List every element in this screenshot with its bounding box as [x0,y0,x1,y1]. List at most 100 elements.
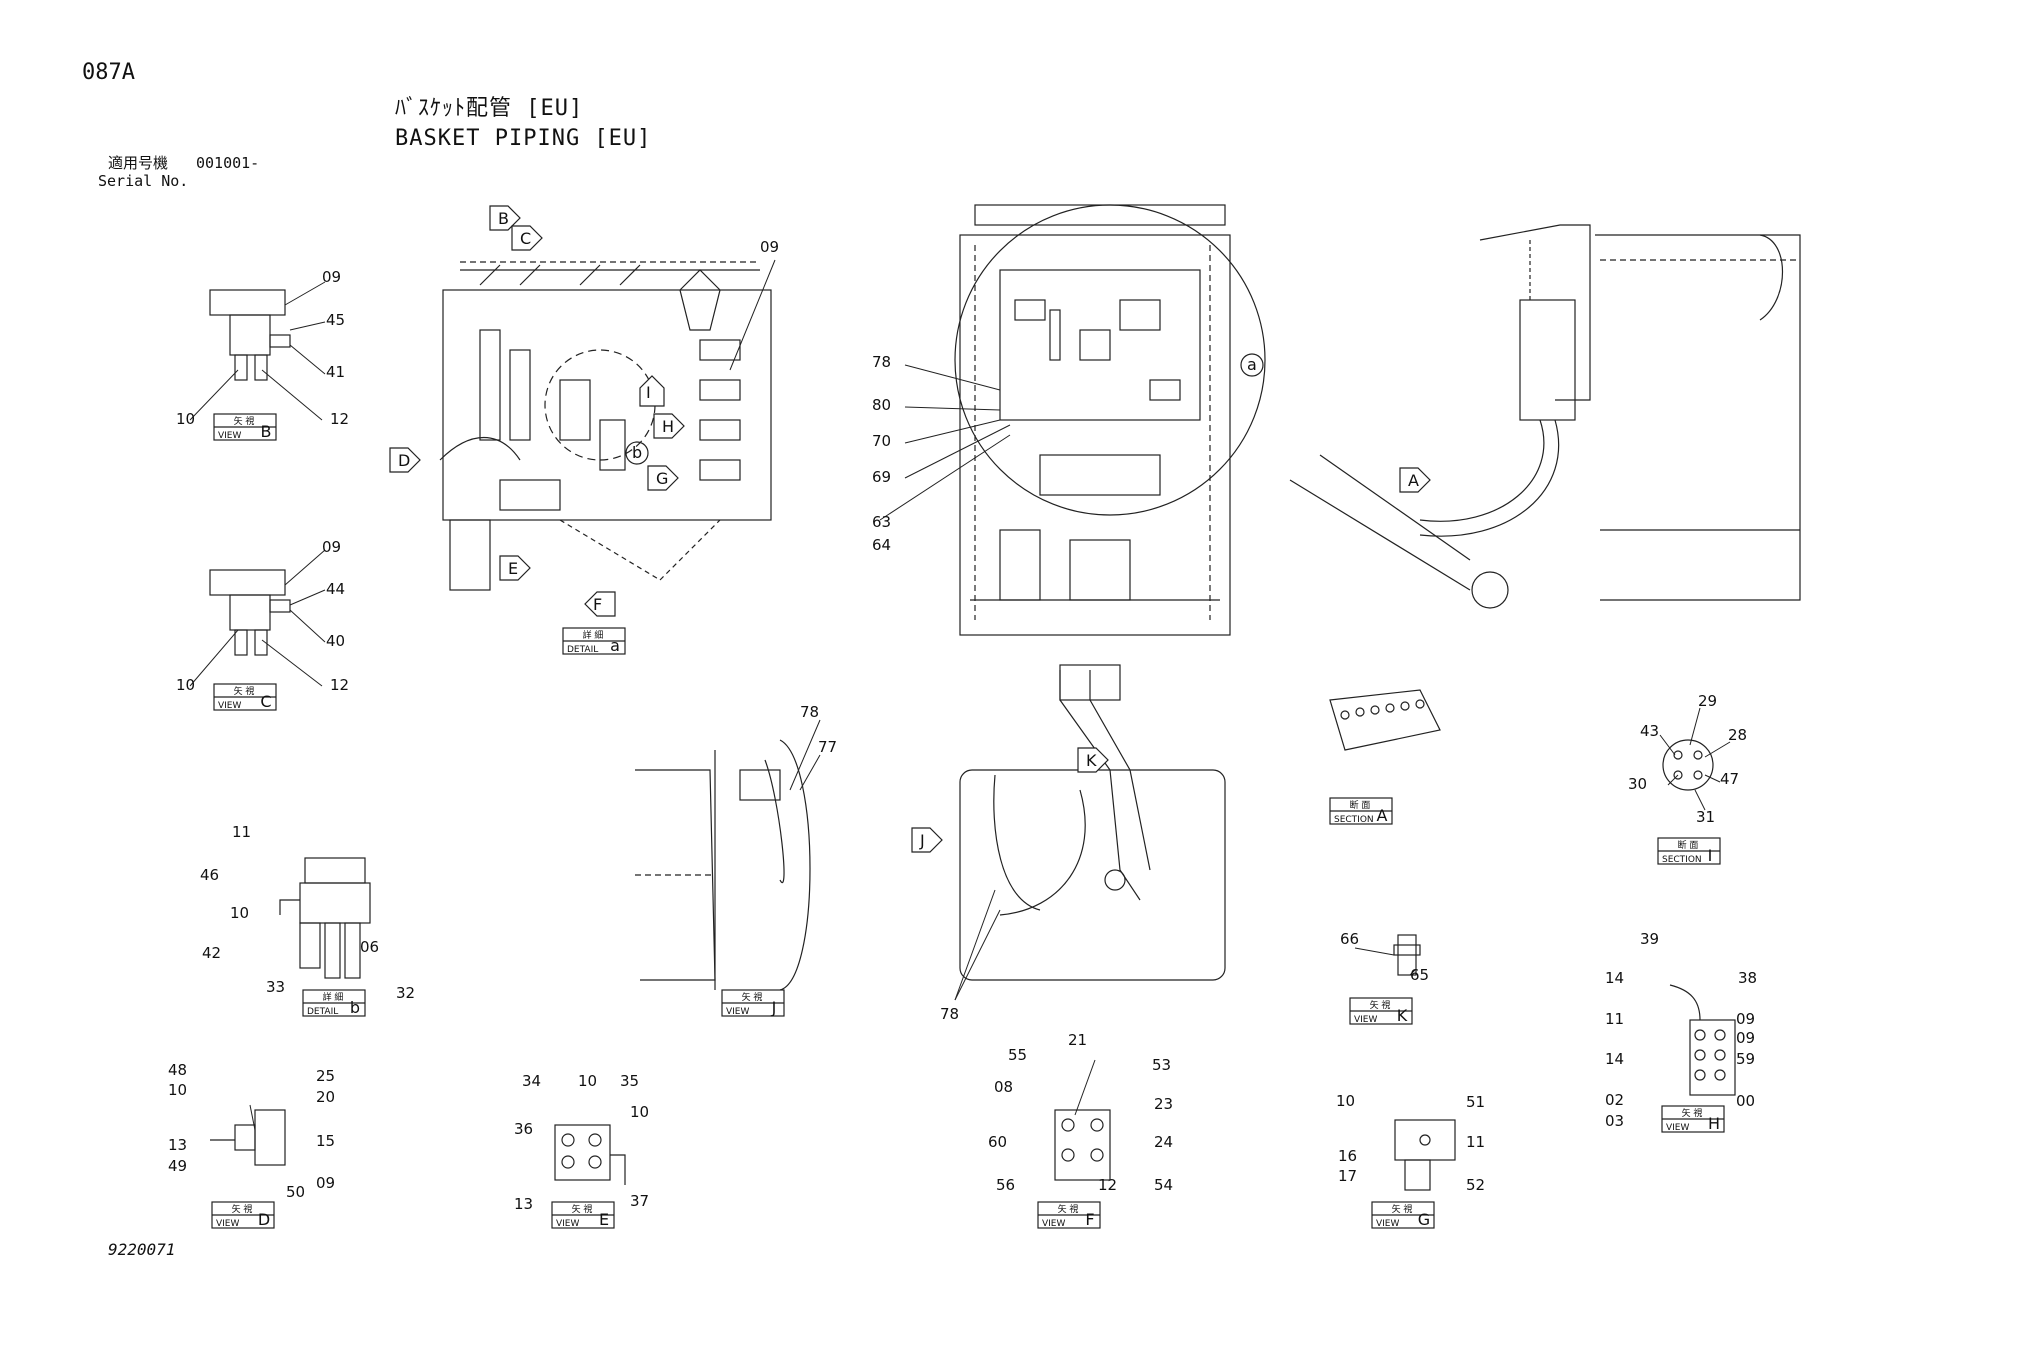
part-number-label: 10 [176,676,195,694]
view-arrow: H [653,413,685,439]
part-number-label: 69 [872,468,891,486]
part-number-label: 54 [1154,1176,1173,1194]
part-number-label: 80 [872,396,891,414]
view-arrow-letter: A [1408,471,1419,490]
part-number-label: 16 [1338,1147,1357,1165]
view-box-top-label: 詳 細 [583,629,604,641]
page-code: 087A [82,60,135,85]
view-box-bottom-label: VIEW [556,1219,579,1229]
view-box-top-label: 矢 視 [572,1203,593,1215]
part-number-label: 66 [1340,930,1359,948]
view-arrow: B [489,205,521,231]
view-h-label-box: 矢 視 VIEW H [1661,1105,1725,1133]
view-k-drawing [1393,934,1421,976]
part-number-label: 46 [200,866,219,884]
view-box-bottom-label: VIEW [218,701,241,711]
view-box-top-label: 矢 視 [234,685,255,697]
part-number-label: 09 [1736,1010,1755,1028]
part-number-label: 02 [1605,1091,1624,1109]
part-number-label: 12 [1098,1176,1117,1194]
part-number-label: 53 [1152,1056,1171,1074]
part-number-label: 12 [330,410,349,428]
view-arrow-letter: H [662,417,674,436]
view-arrow: F [584,591,616,617]
serial-label-english: Serial No. [98,172,189,190]
detail-callout-letter: b [632,443,642,462]
view-arrow: J [911,827,943,853]
view-arrow-letter: B [498,209,509,228]
detail-a-callout-circle [1240,353,1264,377]
part-number-label: 35 [620,1072,639,1090]
part-number-label: 09 [760,238,779,256]
view-arrow-letter: I [646,383,651,402]
part-number-label: 36 [514,1120,533,1138]
part-number-label: 64 [872,536,891,554]
part-number-label: 55 [1008,1046,1027,1064]
part-number-label: 31 [1696,808,1715,826]
view-box-letter: K [1397,1006,1408,1025]
part-number-label: 43 [1640,722,1659,740]
part-number-label: 70 [872,432,891,450]
view-box-top-label: 矢 視 [1058,1203,1079,1215]
view-f-drawing [1054,1109,1111,1181]
part-number-label: 51 [1466,1093,1485,1111]
part-number-label: 11 [232,823,251,841]
view-box-letter: J [771,998,777,1017]
view-box-top-label: 矢 視 [232,1203,253,1215]
view-box-bottom-label: VIEW [1666,1123,1689,1133]
part-number-label: 15 [316,1132,335,1150]
view-box-top-label: 矢 視 [1370,999,1391,1011]
section-a-drawing [1329,689,1441,751]
part-number-label: 47 [1720,770,1739,788]
view-box-letter: A [1377,806,1388,825]
view-box-letter: D [258,1210,270,1229]
detail-b-callout-circle [625,441,649,465]
part-number-label: 52 [1466,1176,1485,1194]
view-box-top-label: 矢 視 [234,415,255,427]
view-box-top-label: 矢 視 [1392,1203,1413,1215]
part-number-label: 33 [266,978,285,996]
view-arrow-letter: K [1086,751,1097,770]
part-number-label: 78 [872,353,891,371]
part-number-label: 13 [514,1195,533,1213]
part-number-label: 14 [1605,969,1624,987]
view-box-letter: F [1085,1210,1094,1229]
part-number-label: 10 [1336,1092,1355,1110]
part-number-label: 49 [168,1157,187,1175]
leader-lines [189,259,1731,1131]
view-b-drawing [209,289,291,381]
view-arrow: G [647,465,679,491]
view-box-top-label: 矢 視 [1682,1107,1703,1119]
view-arrow: I [639,375,665,407]
part-number-label: 28 [1728,726,1747,744]
view-c-drawing [209,569,291,656]
part-number-label: 39 [1640,930,1659,948]
title-english: BASKET PIPING [EU] [395,126,652,151]
part-number-label: 37 [630,1192,649,1210]
serial-label-japanese: 適用号機 [108,154,169,172]
view-box-letter: I [1708,846,1713,865]
arm-hose-drawing [1289,224,1801,609]
view-box-letter: H [1708,1114,1720,1133]
part-number-label: 09 [322,268,341,286]
view-box-letter: a [610,636,620,655]
view-box-top-label: 断 面 [1678,839,1699,851]
view-box-bottom-label: VIEW [1042,1219,1065,1229]
view-box-bottom-label: VIEW [726,1007,749,1017]
part-number-label: 30 [1628,775,1647,793]
part-number-label: 09 [1736,1029,1755,1047]
part-number-label: 34 [522,1072,541,1090]
view-j-drawing [635,739,811,991]
part-number-label: 09 [322,538,341,556]
view-d-drawing [210,1109,286,1166]
view-box-bottom-label: DETAIL [307,1007,338,1017]
